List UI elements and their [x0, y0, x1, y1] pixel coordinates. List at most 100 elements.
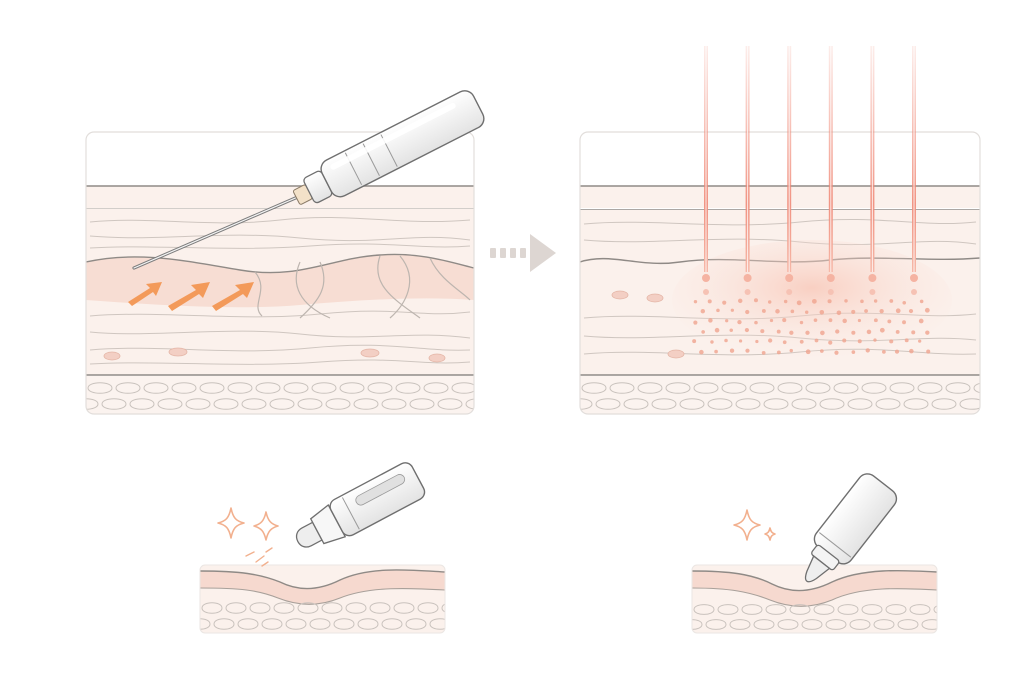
- fat-cell: [741, 604, 763, 615]
- needle-tip: [785, 274, 794, 282]
- fat-cell: [729, 619, 751, 630]
- fat-cell: [580, 398, 593, 410]
- fat-cell: [921, 619, 937, 630]
- fat-cell: [369, 602, 391, 614]
- stimulation-dot: [827, 299, 832, 304]
- stimulation-dot: [701, 330, 705, 334]
- stimulation-dot: [842, 338, 847, 343]
- stimulation-dot: [851, 309, 856, 314]
- fat-cell: [861, 382, 887, 394]
- dropper-bottle-icon: [804, 473, 898, 583]
- pen-applicator-icon: [295, 462, 426, 548]
- fat-cell: [367, 382, 393, 394]
- fat-cell: [249, 602, 271, 614]
- stimulation-dot: [775, 309, 780, 314]
- fat-cell: [813, 604, 835, 615]
- stimulation-dot: [813, 318, 818, 322]
- fat-cell: [283, 382, 309, 394]
- needle-tip: [826, 274, 835, 282]
- stimulation-dot: [714, 349, 718, 354]
- arrow-icon: [168, 282, 210, 311]
- stimulation-dot: [887, 319, 892, 324]
- fat-cell: [213, 618, 235, 630]
- fat-cell: [237, 618, 259, 630]
- fat-cell: [417, 602, 439, 614]
- stimulation-dot: [693, 299, 698, 304]
- fat-cell: [875, 398, 901, 410]
- stimulation-dot: [864, 309, 868, 313]
- stimulation-dot: [873, 299, 878, 303]
- fat-cell: [849, 619, 871, 630]
- needle-tip-glow: [869, 289, 876, 295]
- fat-cell: [763, 398, 789, 410]
- stimulation-dot: [769, 318, 774, 323]
- fat-cell: [885, 604, 907, 615]
- fat-cell: [753, 619, 775, 630]
- fat-cell: [847, 398, 873, 410]
- stimulation-dot: [918, 318, 924, 324]
- fat-cell: [129, 398, 155, 410]
- fat-cell: [749, 382, 775, 394]
- microneedle-array-icon: [702, 46, 918, 295]
- stimulation-dot: [692, 339, 697, 344]
- stimulation-dot: [693, 320, 698, 325]
- stimulation-dot: [835, 329, 840, 334]
- stimulation-dot: [783, 299, 788, 304]
- stimulation-dot: [879, 327, 885, 333]
- fat-cell: [861, 604, 883, 615]
- stimulation-dot: [761, 350, 766, 355]
- stimulation-dot: [909, 348, 914, 354]
- fat-cell: [437, 398, 463, 410]
- stimulation-dot: [902, 320, 906, 325]
- fat-cell: [297, 602, 319, 614]
- sparkle-icon: [733, 509, 776, 541]
- fat-cell: [889, 382, 915, 394]
- fat-cell: [201, 602, 223, 614]
- stimulation-dot: [819, 349, 824, 353]
- stimulation-dot: [904, 338, 909, 343]
- fat-cell: [623, 398, 649, 410]
- fat-cell: [801, 619, 823, 630]
- fat-cell: [115, 382, 141, 394]
- fat-cell: [679, 398, 705, 410]
- stimulation-dot: [811, 298, 817, 304]
- stimulation-dot: [745, 309, 750, 315]
- stimulation-dot: [865, 348, 870, 353]
- fat-cell: [311, 382, 337, 394]
- stimulation-dot: [767, 300, 772, 304]
- stimulation-dot: [738, 298, 743, 304]
- fat-cell: [261, 618, 283, 630]
- subcision-panel: [85, 90, 485, 415]
- stimulation-dot: [895, 308, 901, 314]
- fat-cell: [721, 382, 747, 394]
- fat-cell: [917, 382, 943, 394]
- fat-cell: [903, 398, 929, 410]
- fat-cell: [651, 398, 677, 410]
- stimulation-dot: [700, 308, 706, 314]
- fat-cell: [833, 382, 859, 394]
- fat-cell: [581, 382, 607, 394]
- fat-cell: [693, 604, 715, 615]
- fat-cell: [321, 602, 343, 614]
- needle-tip-glow: [911, 289, 917, 295]
- fat-cell: [200, 618, 211, 630]
- stimulation-dot: [729, 328, 733, 332]
- stimulation-dot: [879, 309, 884, 314]
- fat-cell: [429, 618, 445, 630]
- collagen-stimulation-dots: [692, 298, 931, 355]
- stimulation-dot: [805, 330, 810, 335]
- fat-cell: [609, 382, 635, 394]
- fat-cell: [789, 604, 811, 615]
- fat-cell: [199, 382, 225, 394]
- fat-cell: [225, 602, 247, 614]
- stimulation-dot: [790, 309, 795, 314]
- fat-cell: [959, 398, 980, 410]
- stimulation-dot: [776, 350, 781, 355]
- spray-particles: [245, 547, 273, 567]
- needle-tip-glow: [786, 289, 793, 295]
- fat-cell: [451, 382, 474, 394]
- fat-cell: [395, 382, 421, 394]
- fat-cell: [692, 619, 703, 630]
- stimulation-dot: [911, 330, 916, 335]
